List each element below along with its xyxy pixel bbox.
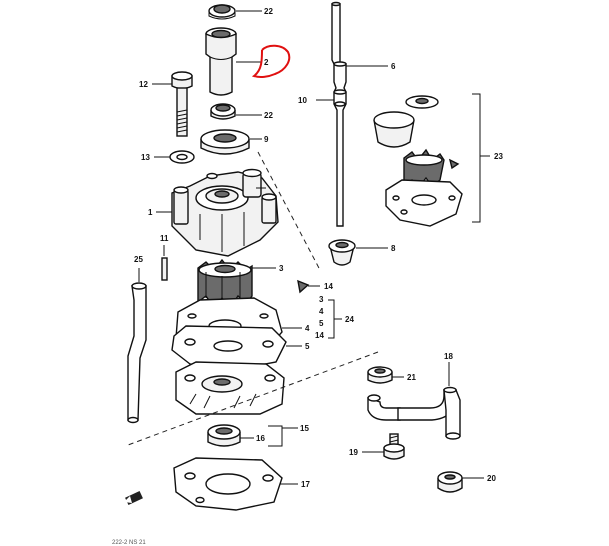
part-1-pump-case <box>171 168 279 257</box>
part-22-top-cap <box>208 4 236 20</box>
label-10: 10 <box>298 96 307 105</box>
part-21-seal <box>367 366 393 384</box>
footer-code: 222-2 NS 21 <box>112 540 146 546</box>
part-17-gasket <box>173 457 283 511</box>
label-8: 8 <box>391 244 396 253</box>
part-9-seal <box>200 129 250 155</box>
highlight-mark <box>251 44 291 79</box>
part-6-water-tube <box>331 1 347 227</box>
label-1: 1 <box>148 208 153 217</box>
part-18-elbow <box>367 386 461 440</box>
part-23-kit <box>373 95 463 227</box>
label-22-lower: 22 <box>264 111 273 120</box>
label-5: 5 <box>305 342 310 351</box>
front-arrow-icon <box>124 490 143 506</box>
part-2-tube <box>205 27 237 96</box>
part-19-bolt <box>383 433 405 460</box>
label-25: 25 <box>134 255 143 264</box>
label-4: 4 <box>305 324 310 333</box>
label-14: 14 <box>324 282 333 291</box>
label-3: 3 <box>279 264 284 273</box>
label-6: 6 <box>391 62 396 71</box>
part-20-cap <box>437 471 463 493</box>
part-8-grommet <box>328 239 356 266</box>
label-17: 17 <box>301 480 310 489</box>
label-13: 13 <box>141 153 150 162</box>
bracket-23 <box>472 93 490 223</box>
label-20: 20 <box>487 474 496 483</box>
part-5-gasket <box>171 325 287 371</box>
part-25-hose <box>127 282 147 424</box>
label-9: 9 <box>264 135 269 144</box>
label-21: 21 <box>407 373 416 382</box>
label-3-group: 3 <box>319 295 324 304</box>
part-16-seal <box>207 424 241 447</box>
part-22-lower-cap <box>210 103 236 120</box>
label-11: 11 <box>160 234 169 243</box>
label-24: 24 <box>345 315 354 324</box>
label-15: 15 <box>300 424 309 433</box>
part-11-pin <box>161 257 168 281</box>
part-3-impeller <box>197 258 253 310</box>
label-22-top: 22 <box>264 7 273 16</box>
part-13-washer <box>169 150 195 164</box>
bracket-15 <box>268 425 298 447</box>
label-5-group: 5 <box>319 319 324 328</box>
part-12-bolt <box>171 71 193 137</box>
part-lower-housing <box>175 361 285 415</box>
label-14-group: 14 <box>315 331 324 340</box>
part-14-key <box>297 279 310 294</box>
label-12: 12 <box>139 80 148 89</box>
label-19: 19 <box>349 448 358 457</box>
label-2: 2 <box>264 58 269 67</box>
bracket-24 <box>328 299 342 339</box>
label-23: 23 <box>494 152 503 161</box>
label-18: 18 <box>444 352 453 361</box>
label-16: 16 <box>256 434 265 443</box>
centerline-top <box>257 151 321 271</box>
label-4-group: 4 <box>319 307 324 316</box>
